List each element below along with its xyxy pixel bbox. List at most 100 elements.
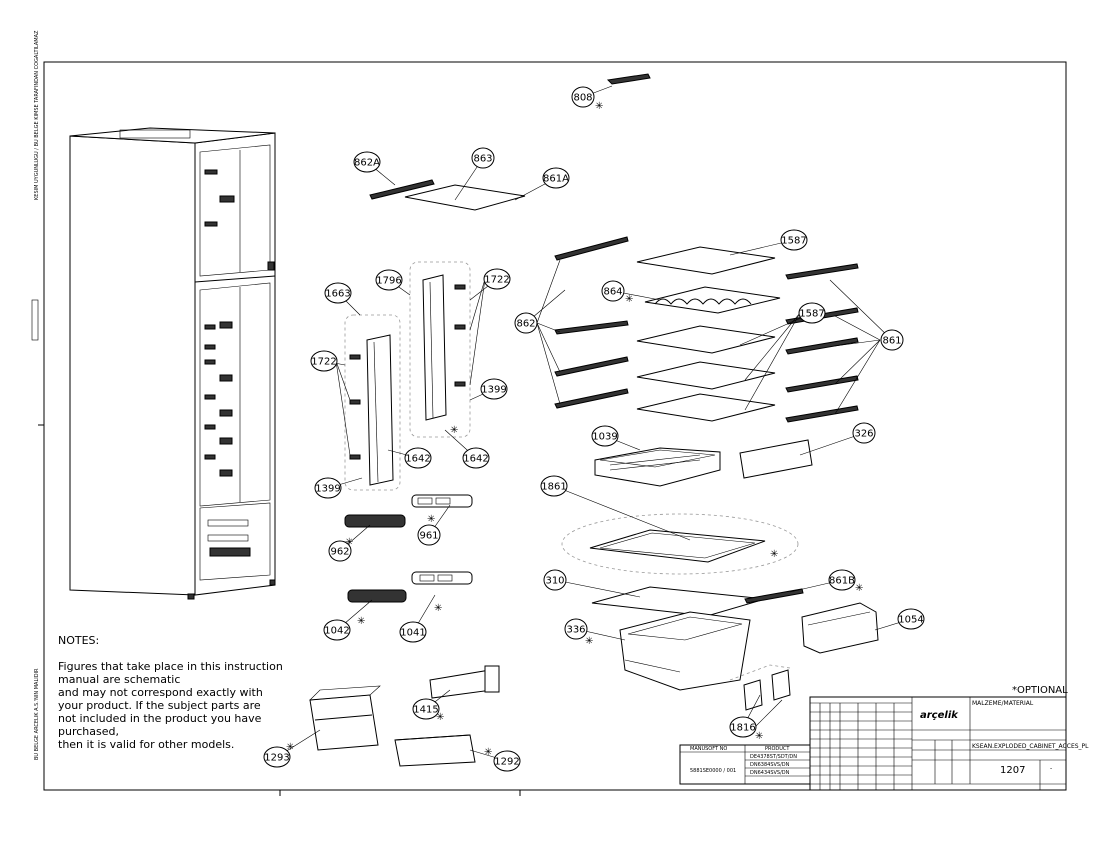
callout-label: 310 xyxy=(545,576,564,587)
optional-marks: ✳ ✳ ✳ ✳ ✳ ✳ ✳ ✳ ✳ ✳ ✳ ✳ ✳ ✳ xyxy=(286,101,863,758)
callout-label: 808 xyxy=(573,93,592,104)
callout-c1722a: 1722 xyxy=(483,268,511,290)
callout-circle xyxy=(404,447,432,469)
callout-circle xyxy=(412,698,440,720)
svg-text:✳: ✳ xyxy=(436,712,444,723)
callout-circle xyxy=(480,378,508,400)
svg-text:✳: ✳ xyxy=(855,583,863,594)
callout-circle xyxy=(828,569,856,591)
callout-circle xyxy=(324,282,352,304)
callout-c862: 862 xyxy=(514,312,538,334)
callout-c1415: 1415 xyxy=(412,698,440,720)
callout-label: 864 xyxy=(603,287,622,298)
callout-c1642a: 1642 xyxy=(404,447,432,469)
callout-circle xyxy=(310,350,338,372)
callout-c1054: 1054 xyxy=(897,608,925,630)
notes-line-2: manual are schematic xyxy=(58,673,180,686)
refrigerator-cabinet xyxy=(69,127,276,600)
part-962 xyxy=(344,514,406,528)
svg-text:✳: ✳ xyxy=(484,747,492,758)
drawing-title: KSEAN.EXPLODED_CABINET_ACCES_PL xyxy=(972,743,1089,750)
callout-label: 1042 xyxy=(324,626,349,637)
product-table: MANUSOFT NO PRODUCT 5881SE0000 / 001 DE4… xyxy=(679,744,811,785)
callout-circle xyxy=(542,167,570,189)
callout-label: 1041 xyxy=(400,628,425,639)
extra-leaders xyxy=(335,259,881,728)
svg-text:✳: ✳ xyxy=(427,514,435,525)
brand-logo: arçelik xyxy=(920,710,959,721)
callout-circle xyxy=(880,329,904,351)
callout-c808: 808 xyxy=(571,86,595,108)
callout-label: 1054 xyxy=(898,615,923,626)
rail-861B xyxy=(744,588,804,604)
callout-circle xyxy=(564,618,588,640)
callout-circle xyxy=(897,608,925,630)
callout-circle xyxy=(493,750,521,772)
callout-circle xyxy=(328,540,352,562)
callout-c1861: 1861 xyxy=(540,475,568,497)
leader-c861 xyxy=(829,279,893,341)
callout-circle xyxy=(543,569,567,591)
manusoft-number: 5881SE0000 / 001 xyxy=(690,768,736,774)
callout-c863: 863 xyxy=(471,147,495,169)
product-3: DN6434SVS/DN xyxy=(750,770,790,776)
callout-label: 962 xyxy=(330,547,349,558)
svg-text:✳: ✳ xyxy=(595,101,603,112)
bottle-rack-864 xyxy=(644,286,781,314)
callout-label: 1816 xyxy=(730,723,755,734)
callout-label: 1587 xyxy=(781,236,806,247)
drawing-scale: - xyxy=(1050,765,1052,772)
callout-c1042: 1042 xyxy=(323,619,351,641)
drawer-1039 xyxy=(594,447,721,487)
crisper-336 xyxy=(619,611,751,691)
svg-text:✳: ✳ xyxy=(345,537,353,548)
manusoft-label: MANUSOFT NO xyxy=(690,746,727,752)
callout-c1663: 1663 xyxy=(324,282,352,304)
svg-text:✳: ✳ xyxy=(585,636,593,647)
callout-c1293: 1293 xyxy=(263,746,291,768)
optional-legend: *OPTIONAL xyxy=(1012,685,1068,696)
callout-circle xyxy=(540,475,568,497)
callout-circle xyxy=(852,422,876,444)
callout-circle xyxy=(798,302,826,324)
callout-c1039: 1039 xyxy=(591,425,619,447)
profile-1663 xyxy=(349,334,394,486)
callout-circle xyxy=(601,280,625,302)
part-808 xyxy=(606,73,651,85)
callout-circle xyxy=(780,229,808,251)
svg-text:✳: ✳ xyxy=(770,549,778,560)
callout-circle xyxy=(353,151,381,173)
svg-text:✳: ✳ xyxy=(434,603,442,614)
callout-c336: 336 xyxy=(564,618,588,640)
callout-label: 1642 xyxy=(463,454,488,465)
notes-line-1: Figures that take place in this instruct… xyxy=(58,660,283,673)
callout-c961: 961 xyxy=(417,524,441,546)
callout-label: 1861 xyxy=(541,482,566,493)
callout-label: 861A xyxy=(543,174,569,185)
callout-circle xyxy=(729,716,757,738)
notes-line-3: and may not correspond exactly with xyxy=(58,686,263,699)
callout-c1587b: 1587 xyxy=(798,302,826,324)
part-1816 xyxy=(729,664,791,711)
product-1: DE4378ST/SDT/DN xyxy=(750,754,797,760)
callout-c861B: 861B xyxy=(828,569,856,591)
callout-c1399b: 1399 xyxy=(314,477,342,499)
callout-circle xyxy=(571,86,595,108)
margin-text-top: KESIM UYGUNLUGU / BU BELGE KIMSE TARAFIN… xyxy=(34,30,40,200)
callout-label: 861 xyxy=(882,336,901,347)
callout-label: 1292 xyxy=(494,757,519,768)
callout-c1816: 1816 xyxy=(729,716,757,738)
callout-c861: 861 xyxy=(880,329,904,351)
svg-text:✳: ✳ xyxy=(755,731,763,742)
callout-c1041: 1041 xyxy=(399,621,427,643)
shelf-rails-right xyxy=(785,263,859,423)
part-1041 xyxy=(411,571,473,585)
svg-text:✳: ✳ xyxy=(450,425,458,436)
sheet-border xyxy=(43,61,1067,791)
callout-circle xyxy=(263,746,291,768)
callout-circle xyxy=(417,524,441,546)
callout-c1399a: 1399 xyxy=(480,378,508,400)
callout-c861A: 861A xyxy=(542,167,570,189)
part-961 xyxy=(411,494,473,508)
